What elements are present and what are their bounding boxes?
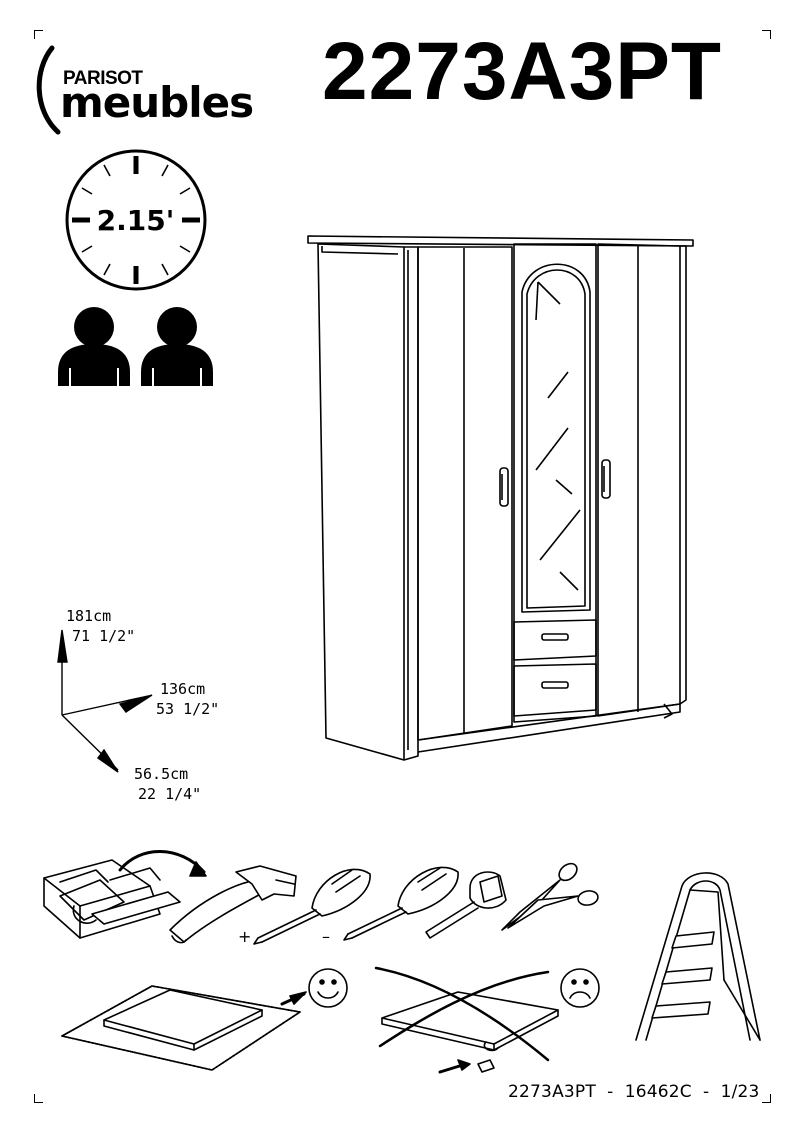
width-cm: 136cm: [160, 680, 206, 698]
tape-measure-icon: [425, 871, 507, 939]
flat-minus-sign: –: [322, 927, 330, 946]
scissors-icon: [501, 862, 599, 931]
smiley-happy-icon: [308, 968, 348, 1008]
depth-cm: 56.5cm: [134, 765, 189, 783]
hammer-icon: [169, 865, 297, 944]
phillips-screwdriver-icon: [253, 868, 371, 945]
step-ladder-icon: [635, 872, 761, 1041]
height-in: 71 1/2": [72, 627, 136, 645]
person-icon: [58, 307, 130, 386]
smiley-sad-icon: [560, 968, 600, 1008]
brand-line2: meubles: [60, 78, 254, 127]
depth-in: 22 1/4": [138, 785, 202, 803]
crossed-out-mark: [374, 966, 550, 1062]
page-footer-reference: 2273A3PT - 16462C - 1/23: [508, 1082, 760, 1102]
crop-mark-top-right: [762, 30, 771, 39]
assembly-time: 2.15': [96, 204, 175, 237]
person-icon: [141, 307, 213, 386]
width-in: 53 1/2": [156, 700, 220, 718]
panel-on-rug-illustration: [61, 985, 307, 1071]
crop-mark-bottom-left: [34, 1094, 43, 1103]
toolbox-icon: [43, 859, 181, 939]
phillips-plus-sign: +: [238, 927, 252, 946]
flat-screwdriver-icon: [343, 866, 459, 941]
crop-mark-bottom-right: [762, 1094, 771, 1103]
model-reference: 2273A3PT: [322, 26, 723, 117]
panel-on-floor-illustration: [381, 991, 559, 1074]
height-cm: 181cm: [66, 607, 112, 625]
brand-line1: PARISOT: [63, 68, 143, 89]
crop-mark-top-left: [34, 30, 43, 39]
